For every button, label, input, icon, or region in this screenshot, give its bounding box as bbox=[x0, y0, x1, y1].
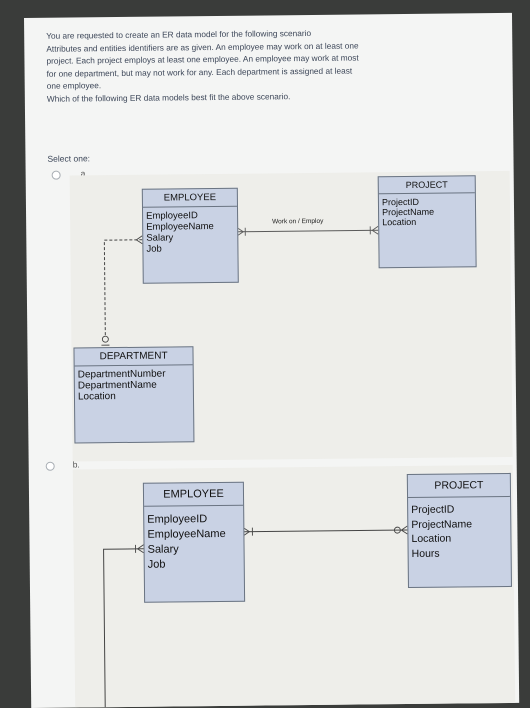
entity-attribute: Hours bbox=[412, 545, 508, 561]
option-b-employee-entity: EMPLOYEE EmployeeID EmployeeName Salary … bbox=[143, 482, 245, 603]
entity-attribute: ProjectName bbox=[411, 516, 507, 532]
entity-title: PROJECT bbox=[408, 474, 510, 498]
entity-attribute: Location bbox=[411, 531, 507, 547]
relationship-line bbox=[243, 530, 407, 532]
entity-attribute: EmployeeName bbox=[147, 527, 240, 543]
option-b-project-entity: PROJECT ProjectID ProjectName Location H… bbox=[407, 473, 512, 588]
entity-title: EMPLOYEE bbox=[144, 483, 243, 507]
entity-attributes: EmployeeID EmployeeName Salary Job bbox=[144, 506, 244, 573]
department-relationship-line bbox=[104, 549, 146, 707]
entity-attribute: Job bbox=[148, 557, 241, 573]
entity-attributes: ProjectID ProjectName Location Hours bbox=[408, 497, 511, 561]
entity-attribute: EmployeeID bbox=[147, 512, 240, 528]
entity-attribute: Salary bbox=[148, 542, 241, 558]
quiz-page: You are requested to create an ER data m… bbox=[24, 13, 519, 708]
option-b-connectors bbox=[24, 13, 519, 708]
entity-attribute: ProjectID bbox=[411, 502, 507, 518]
